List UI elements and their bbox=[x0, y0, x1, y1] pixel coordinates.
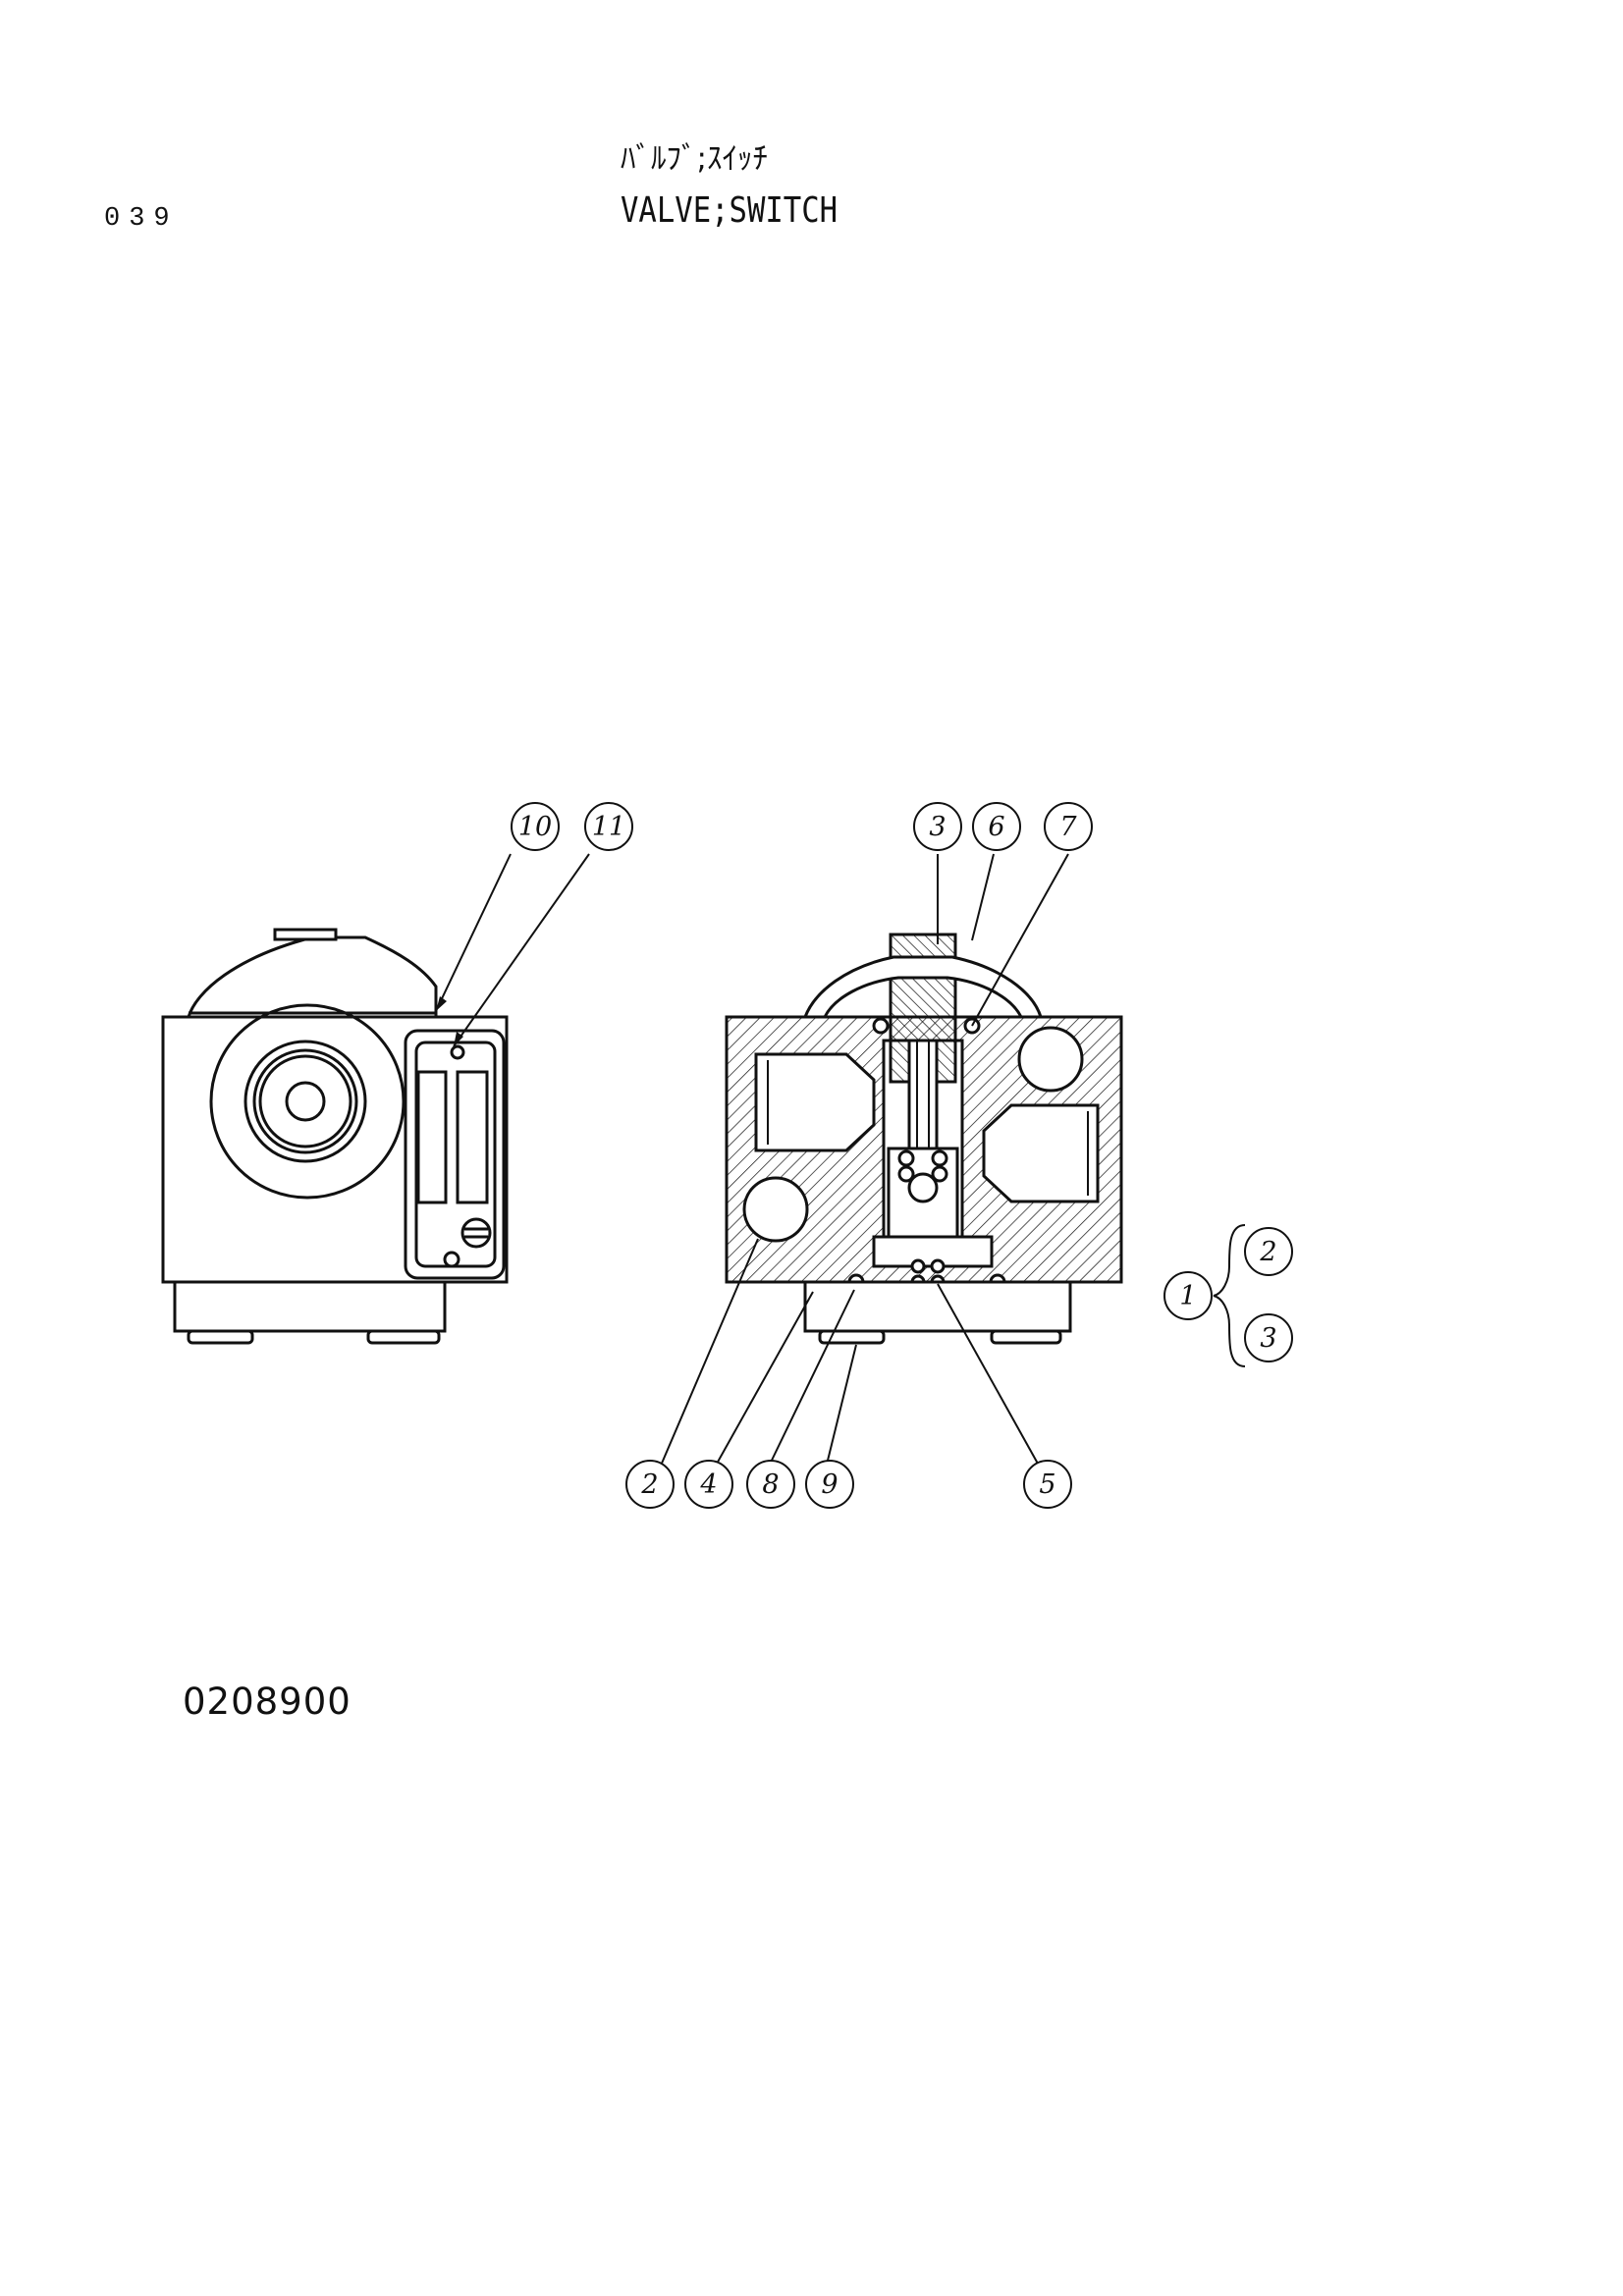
leader-arrow bbox=[436, 996, 447, 1011]
callout-3-group: 3 bbox=[1244, 1313, 1293, 1362]
svg-text:4: 4 bbox=[699, 1469, 717, 1500]
drawing-number: 0208900 bbox=[183, 1681, 352, 1723]
svg-text:8: 8 bbox=[762, 1469, 779, 1500]
callout-4: 4 bbox=[684, 1460, 733, 1509]
title-english: VALVE;SWITCH bbox=[621, 190, 839, 231]
valve-cross-section bbox=[657, 853, 1246, 1473]
svg-text:6: 6 bbox=[988, 812, 1004, 842]
leader-arrow bbox=[454, 1032, 463, 1046]
valve-external-view bbox=[161, 853, 590, 1345]
callout-10: 10 bbox=[511, 802, 560, 851]
callout-2-group: 2 bbox=[1244, 1227, 1293, 1276]
svg-text:3: 3 bbox=[1260, 1323, 1276, 1354]
svg-text:7: 7 bbox=[1059, 812, 1077, 842]
callout-1: 1 bbox=[1163, 1271, 1213, 1320]
callout-2: 2 bbox=[625, 1460, 675, 1509]
svg-text:10: 10 bbox=[518, 812, 552, 842]
svg-text:1: 1 bbox=[1179, 1281, 1196, 1311]
svg-text:9: 9 bbox=[821, 1469, 838, 1500]
callout-7: 7 bbox=[1044, 802, 1093, 851]
callout-3: 3 bbox=[913, 802, 962, 851]
callout-9: 9 bbox=[805, 1460, 854, 1509]
svg-text:11: 11 bbox=[592, 812, 625, 842]
callout-6: 6 bbox=[972, 802, 1021, 851]
callout-8: 8 bbox=[746, 1460, 795, 1509]
title-japanese: ﾊﾞﾙﾌﾞ;ｽｲｯﾁ bbox=[621, 141, 768, 177]
svg-text:3: 3 bbox=[929, 812, 946, 842]
page-number: 039 bbox=[104, 204, 179, 234]
svg-text:5: 5 bbox=[1039, 1469, 1055, 1500]
callout-5: 5 bbox=[1023, 1460, 1072, 1509]
callout-11: 11 bbox=[584, 802, 633, 851]
svg-text:2: 2 bbox=[640, 1469, 658, 1500]
svg-text:2: 2 bbox=[1259, 1237, 1276, 1267]
